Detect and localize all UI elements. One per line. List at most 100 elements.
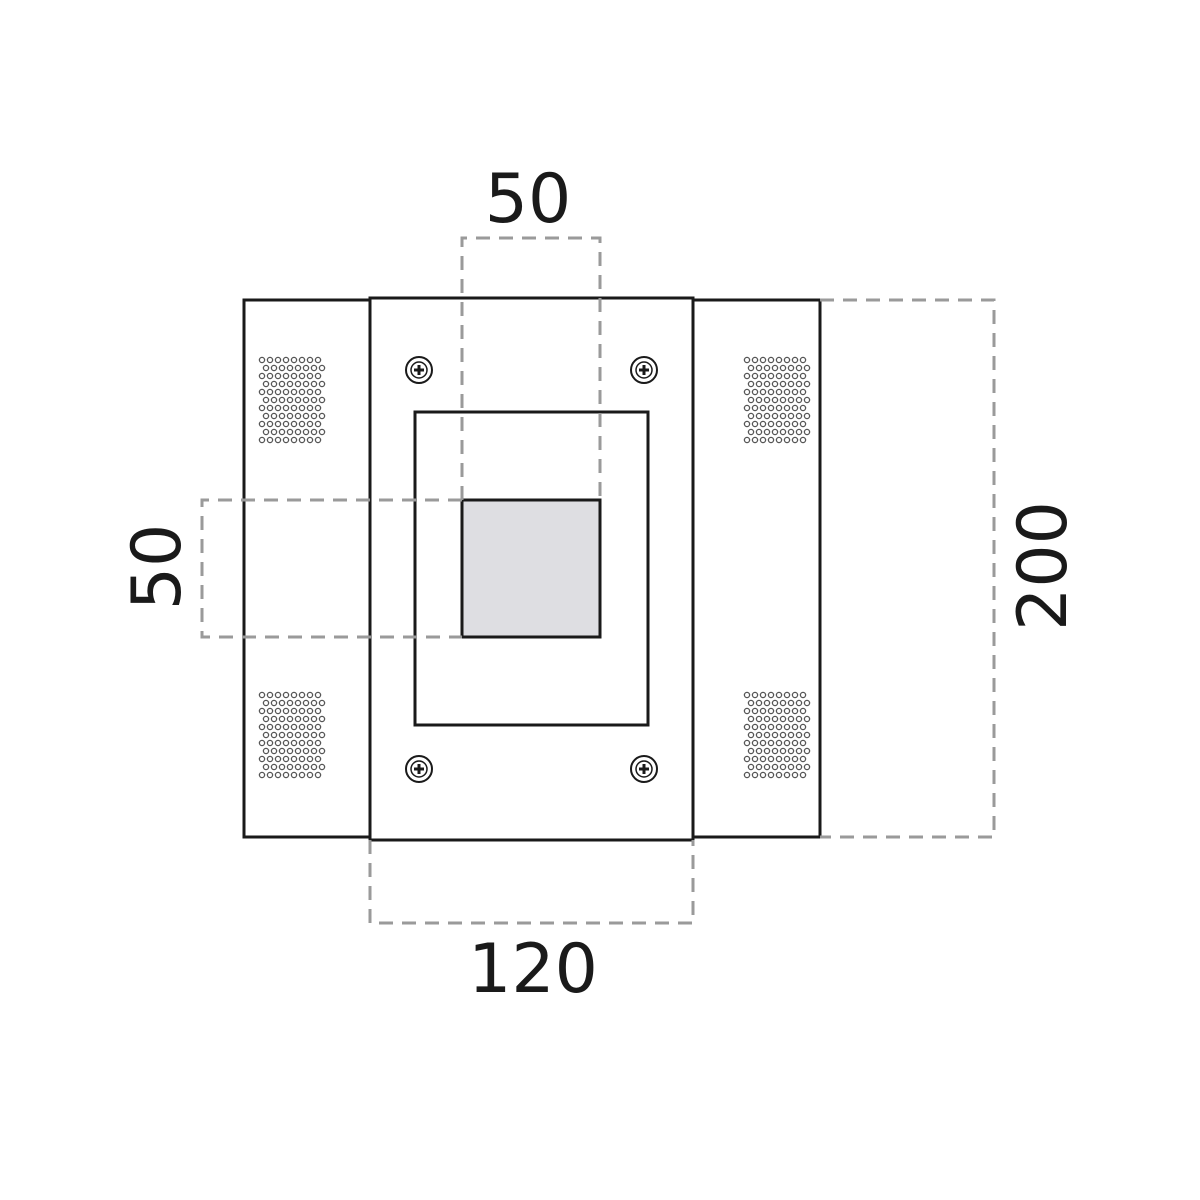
perforation-dot	[262, 747, 270, 755]
perforation-dot	[755, 380, 763, 388]
perforation-dot	[262, 380, 270, 388]
perforation-dot	[306, 739, 314, 747]
perforation-dot	[314, 739, 322, 747]
perforation-dot	[799, 356, 807, 364]
perforation-dot	[282, 436, 290, 444]
perforation-dot	[258, 372, 266, 380]
perforation-dot	[266, 436, 274, 444]
screw-group	[405, 356, 658, 783]
perforation-dot	[759, 356, 767, 364]
perforation-dot	[290, 739, 298, 747]
perforation-dot	[258, 436, 266, 444]
perforation-dot	[755, 428, 763, 436]
perforation-dot	[258, 739, 266, 747]
perforation-dot	[270, 763, 278, 771]
perforation-dot	[314, 404, 322, 412]
perforation-dot	[783, 771, 791, 779]
perforation-dot	[775, 436, 783, 444]
perforation-dot	[258, 420, 266, 428]
perforation-dot	[290, 420, 298, 428]
perforation-dot	[294, 396, 302, 404]
light-window	[460, 498, 602, 639]
perforation-dot	[266, 372, 274, 380]
perforation-dot	[290, 723, 298, 731]
perforation-dot	[787, 747, 795, 755]
perforation-dot	[791, 372, 799, 380]
perforation-dot	[779, 412, 787, 420]
overall-height-label: 200	[1004, 501, 1083, 631]
perforation-dot	[310, 763, 318, 771]
perforation-dot	[262, 763, 270, 771]
perforation-dot	[318, 380, 326, 388]
perforation-dot	[278, 364, 286, 372]
perforation-dot	[262, 731, 270, 739]
perforation-dot	[302, 412, 310, 420]
perforation-dot	[282, 404, 290, 412]
perforation-dot	[262, 412, 270, 420]
perforation-dot	[779, 763, 787, 771]
body-width-label: 120	[468, 930, 598, 1009]
screw-icon	[405, 356, 433, 384]
perforation-dot	[270, 699, 278, 707]
perforation-dot	[795, 699, 803, 707]
perforation-dot	[763, 699, 771, 707]
perforation-dot	[290, 755, 298, 763]
perforation-dot	[266, 755, 274, 763]
perforation-dot	[274, 404, 282, 412]
perforation-dot	[783, 707, 791, 715]
screw-icon	[630, 755, 658, 783]
perforation-dot	[318, 396, 326, 404]
perforation-dot	[294, 364, 302, 372]
perforation-dot	[775, 691, 783, 699]
perforation-dot	[282, 707, 290, 715]
perforation-dot	[294, 763, 302, 771]
perforation-dot	[278, 699, 286, 707]
perforation-dot	[767, 707, 775, 715]
perforation-dot	[795, 364, 803, 372]
perforation-dot	[751, 372, 759, 380]
perforation-dot	[795, 715, 803, 723]
perforation-dot	[270, 396, 278, 404]
perforation-dot	[298, 404, 306, 412]
perforation-dot	[274, 707, 282, 715]
perforation-dot	[314, 691, 322, 699]
perforation-dot	[274, 691, 282, 699]
perforation-dot	[270, 380, 278, 388]
perforation-dot	[274, 723, 282, 731]
perforation-dot	[747, 396, 755, 404]
perforation-dot	[775, 723, 783, 731]
perforation-dot	[298, 771, 306, 779]
perforation-dot	[775, 771, 783, 779]
perforation-dot	[262, 699, 270, 707]
perforation-dot	[795, 731, 803, 739]
perforation-dot	[779, 364, 787, 372]
perforation-dot	[306, 691, 314, 699]
perforation-dot	[767, 723, 775, 731]
perforation-dot	[783, 691, 791, 699]
perforation-dot	[318, 763, 326, 771]
perforation-dot	[306, 771, 314, 779]
perforation-dot	[775, 755, 783, 763]
perforation-dot	[767, 404, 775, 412]
perforation-dot	[779, 380, 787, 388]
perforation-dot	[270, 428, 278, 436]
perforation-dot	[294, 380, 302, 388]
perforation-dot	[743, 691, 751, 699]
perforation-dot	[759, 404, 767, 412]
cutout-width-label: 50	[485, 160, 572, 239]
perforation-dot	[314, 372, 322, 380]
perforation-dot	[799, 404, 807, 412]
overall-height-dimension-line	[820, 298, 996, 839]
perforation-dot	[767, 356, 775, 364]
perforation-dot	[286, 699, 294, 707]
perforation-dot	[795, 412, 803, 420]
perforation-dot	[262, 396, 270, 404]
perforation-dot	[258, 771, 266, 779]
perforation-dot	[787, 731, 795, 739]
perforation-dot	[310, 428, 318, 436]
perforation-dot	[779, 731, 787, 739]
perforation-dot	[298, 372, 306, 380]
perforation-dot	[795, 380, 803, 388]
perforation-dot	[278, 747, 286, 755]
perforation-dot	[286, 747, 294, 755]
